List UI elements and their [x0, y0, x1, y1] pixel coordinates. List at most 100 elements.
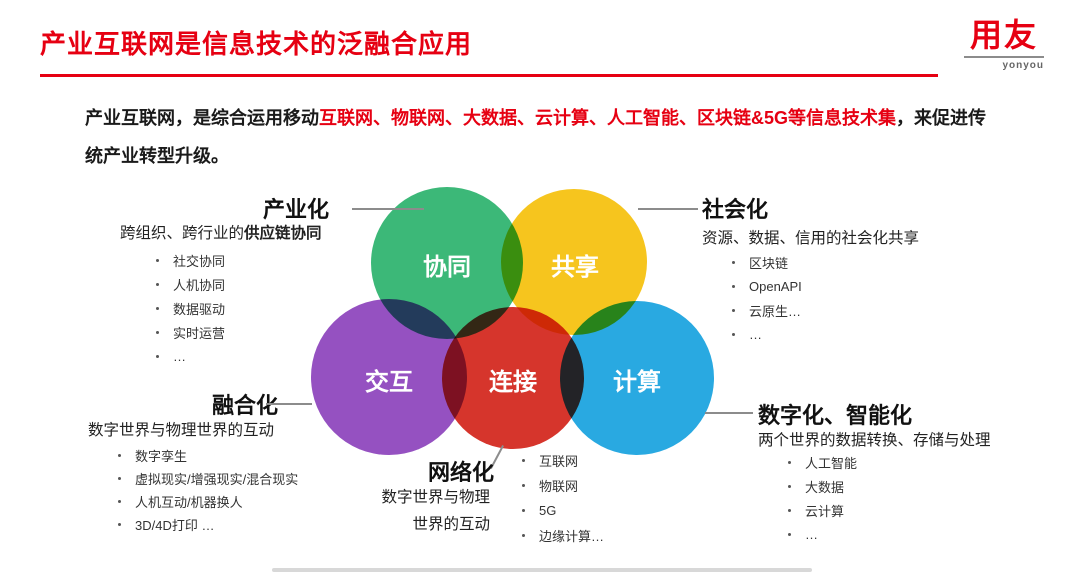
bullet-dot	[732, 260, 735, 264]
leader-line-integration	[266, 403, 312, 405]
venn-label-interaction: 交互	[365, 369, 413, 396]
venn-circle-interaction	[311, 299, 467, 455]
section-title-integration: 融合化	[212, 393, 279, 418]
leader-line-digitalization	[705, 412, 753, 414]
bullet-dot	[118, 500, 121, 503]
bullet-text: 人工智能	[805, 455, 858, 471]
bullet-text: 社交协同	[173, 253, 226, 269]
list-item: 物联网	[522, 473, 604, 498]
bullet-text: 边缘计算…	[539, 529, 605, 544]
list-item: 互联网	[522, 448, 604, 473]
bullet-text: 云原生…	[749, 303, 802, 319]
bullet-dot	[156, 306, 159, 310]
section-title-industrialization: 产业化	[263, 197, 330, 222]
bullet-dot	[156, 330, 159, 334]
section-title-networking: 网络化	[428, 460, 495, 485]
yonyou-logo-rule	[964, 56, 1044, 59]
list-item: OpenAPI	[732, 274, 802, 298]
list-item: 人机互动/机器换人	[118, 490, 298, 513]
yonyou-logo: 用友 yonyou	[964, 17, 1044, 72]
bullet-dot	[156, 258, 159, 262]
bullet-dot	[788, 532, 791, 536]
bullet-text: 大数据	[805, 479, 845, 495]
bullet-dot	[522, 534, 525, 537]
venn-label-sharing: 共享	[551, 254, 599, 281]
leader-line-socialization	[638, 208, 698, 210]
venn-circle-computing	[560, 301, 714, 455]
bullet-list-networking: 互联网 物联网 5G 边缘计算…	[522, 448, 604, 548]
bullet-dot	[522, 509, 525, 512]
list-item: …	[788, 522, 857, 546]
bullet-text: 互联网	[539, 454, 579, 469]
bullet-dot	[732, 332, 735, 336]
desc-bold-text: 供应链协同	[244, 225, 322, 242]
bullet-dot	[788, 460, 791, 464]
list-item: 云计算	[788, 498, 857, 522]
bullet-list-digitalization: 人工智能 大数据 云计算 …	[788, 450, 857, 546]
bullet-list-industrialization: 社交协同 人机协同 数据驱动 实时运营 …	[156, 248, 225, 368]
bullet-text: 实时运营	[173, 325, 226, 341]
bullet-list-socialization: 区块链 OpenAPI 云原生… …	[732, 250, 802, 346]
section-title-digitalization: 数字化、智能化	[758, 403, 913, 428]
list-item: 实时运营	[156, 320, 225, 344]
bullet-text: 物联网	[539, 479, 579, 494]
bullet-text: 区块链	[749, 255, 789, 271]
bullet-dot	[118, 523, 121, 526]
bullet-text: 人机协同	[173, 277, 226, 293]
leader-line-industrialization	[352, 208, 424, 210]
bullet-dot	[732, 308, 735, 312]
bullet-dot	[118, 454, 121, 457]
section-title-socialization: 社会化	[702, 197, 769, 222]
desc-text: 跨组织、跨行业的	[120, 225, 245, 242]
title-underline	[40, 74, 938, 77]
list-item: 边缘计算…	[522, 523, 604, 548]
bottom-scrollbar[interactable]	[272, 568, 812, 572]
list-item: 社交协同	[156, 248, 225, 272]
bullet-list-integration: 数字孪生 虚拟现实/增强现实/混合现实 人机互动/机器换人 3D/4D打印 …	[118, 444, 298, 536]
section-desc-networking: 数字世界与物理世界的互动	[381, 489, 490, 533]
venn-label-collaboration: 协同	[423, 254, 471, 281]
bullet-text: 数字孪生	[135, 449, 188, 464]
bullet-dot	[522, 459, 525, 462]
bullet-text: 人机互动/机器换人	[135, 495, 243, 510]
yonyou-logo-text: 用友	[969, 17, 1038, 53]
bullet-dot	[522, 484, 525, 487]
yonyou-logo-subtext: yonyou	[1002, 60, 1044, 72]
list-item: 人机协同	[156, 272, 225, 296]
section-desc-digitalization: 两个世界的数据转换、存储与处理	[758, 432, 991, 449]
intro-paragraph: 产业互联网，是综合运用移动互联网、物联网、大数据、云计算、人工智能、区块链&5G…	[85, 99, 1000, 175]
page-title: 产业互联网是信息技术的泛融合应用	[40, 29, 473, 59]
bullet-text: OpenAPI	[749, 278, 802, 294]
list-item: 数字孪生	[118, 444, 298, 467]
intro-text-suffix: ，来促进传统产业转型升级。	[85, 108, 987, 166]
list-item: …	[732, 322, 802, 346]
section-desc-integration: 数字世界与物理世界的互动	[88, 422, 275, 439]
list-item: 虚拟现实/增强现实/混合现实	[118, 467, 298, 490]
bullet-text: …	[749, 326, 762, 342]
bullet-dot	[732, 284, 735, 288]
bullet-text: 3D/4D打印 …	[135, 518, 215, 533]
intro-text-prefix: 产业互联网，是综合运用移动	[85, 108, 319, 128]
list-item: 云原生…	[732, 298, 802, 322]
bullet-text: 数据驱动	[173, 301, 226, 317]
bullet-dot	[156, 282, 159, 286]
bullet-text: …	[805, 526, 818, 542]
intro-text-highlight: 互联网、物联网、大数据、云计算、人工智能、区块链&5G等信息技术集	[319, 108, 897, 128]
venn-label-computing: 计算	[613, 369, 661, 396]
list-item: 大数据	[788, 474, 857, 498]
list-item: 区块链	[732, 250, 802, 274]
list-item: …	[156, 344, 225, 368]
venn-label-connection: 连接	[489, 369, 537, 396]
list-item: 5G	[522, 498, 604, 523]
bullet-dot	[156, 354, 159, 358]
bullet-dot	[788, 484, 791, 488]
section-desc-socialization: 资源、数据、信用的社会化共享	[702, 230, 920, 247]
section-desc-industrialization: 跨组织、跨行业的供应链协同	[120, 221, 322, 243]
list-item: 人工智能	[788, 450, 857, 474]
bullet-text: …	[173, 348, 186, 364]
bullet-text: 虚拟现实/增强现实/混合现实	[135, 472, 299, 487]
bullet-text: 云计算	[805, 503, 845, 519]
bullet-dot	[118, 477, 121, 480]
list-item: 数据驱动	[156, 296, 225, 320]
